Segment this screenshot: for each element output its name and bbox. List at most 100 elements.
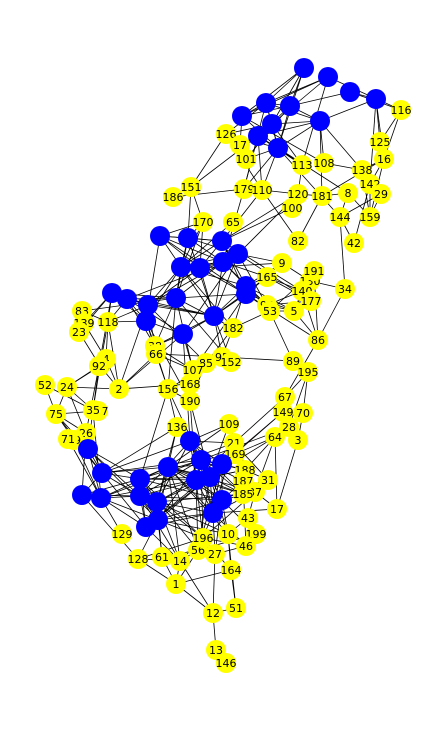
- graph-edge: [274, 436, 278, 510]
- graph-node: 191: [304, 261, 325, 281]
- graph-node: 86: [308, 330, 328, 350]
- node-label: 2: [116, 383, 123, 396]
- blue-node-circle: [117, 289, 137, 309]
- node-label: 5: [291, 305, 298, 318]
- yellow-node-circle: [308, 330, 328, 350]
- graph-node: 125: [370, 132, 391, 152]
- graph-edge: [213, 253, 239, 317]
- graph-node: 109: [219, 414, 240, 434]
- graph-node: 27: [205, 544, 225, 564]
- graph-node: 159: [360, 207, 381, 227]
- node-label: 170: [193, 216, 214, 229]
- node-label: 10: [221, 528, 235, 541]
- graph-node: 1: [166, 574, 186, 594]
- graph-node: 164: [221, 560, 242, 580]
- graph-node: 82: [288, 231, 308, 251]
- graph-node: 170: [193, 212, 214, 232]
- graph-node: [91, 488, 111, 508]
- graph-node: [166, 288, 186, 308]
- graph-node: [150, 226, 170, 246]
- node-label: 14: [173, 555, 187, 568]
- blue-node-circle: [72, 485, 92, 505]
- graph-node: 35: [83, 400, 103, 420]
- graph-node: [92, 463, 112, 483]
- yellow-node-circle: [267, 499, 287, 519]
- yellow-node-circle: [371, 184, 391, 204]
- node-label: 86: [311, 334, 325, 347]
- blue-node-circle: [186, 470, 206, 490]
- graph-node: 71: [58, 429, 78, 449]
- graph-edge: [100, 497, 159, 521]
- node-label: 65: [226, 216, 240, 229]
- node-label: 168: [180, 378, 201, 391]
- node-label: 75: [49, 408, 63, 421]
- graph-node: 67: [275, 387, 295, 407]
- blue-node-circle: [236, 284, 256, 304]
- graph-node: [173, 324, 193, 344]
- graph-edge: [137, 537, 204, 560]
- graph-edge: [276, 439, 299, 510]
- blue-node-circle: [147, 492, 167, 512]
- graph-edge: [101, 440, 191, 474]
- graph-node: [294, 58, 314, 78]
- blue-node-circle: [78, 439, 98, 459]
- graph-node: [72, 485, 92, 505]
- node-label: 89: [286, 355, 300, 368]
- graph-node: 156: [158, 379, 179, 399]
- node-label: 70: [296, 407, 310, 420]
- graph-edge: [327, 76, 402, 111]
- yellow-node-circle: [234, 179, 254, 199]
- graph-edge: [157, 459, 202, 521]
- graph-node: [190, 258, 210, 278]
- yellow-node-circle: [221, 560, 241, 580]
- yellow-node-circle: [112, 524, 132, 544]
- yellow-node-circle: [282, 198, 302, 218]
- graph-edge: [339, 216, 346, 290]
- yellow-node-circle: [181, 177, 201, 197]
- node-label: 64: [268, 431, 282, 444]
- node-label: 46: [239, 540, 253, 553]
- graph-node: [310, 111, 330, 131]
- graph-node: 136: [167, 417, 188, 437]
- node-label: 42: [347, 237, 361, 250]
- graph-node: [236, 284, 256, 304]
- blue-node-circle: [366, 89, 386, 109]
- yellow-node-circle: [223, 318, 243, 338]
- graph-node: [148, 510, 168, 530]
- yellow-node-circle: [288, 231, 308, 251]
- yellow-node-circle: [216, 124, 236, 144]
- graph-edge: [199, 262, 283, 269]
- node-label: 17: [270, 503, 284, 516]
- graph-node: 14: [170, 551, 190, 571]
- graph-edge: [139, 478, 199, 551]
- blue-node-circle: [191, 450, 211, 470]
- graph-node: 24: [57, 377, 77, 397]
- graph-node: [138, 295, 158, 315]
- yellow-node-circle: [166, 574, 186, 594]
- node-label: 186: [163, 191, 184, 204]
- yellow-node-circle: [128, 549, 148, 569]
- yellow-node-circle: [298, 362, 318, 382]
- node-label: 164: [221, 564, 242, 577]
- graph-edge: [257, 120, 321, 137]
- blue-node-circle: [166, 288, 186, 308]
- blue-node-circle: [178, 228, 198, 248]
- yellow-node-circle: [374, 149, 394, 169]
- graph-node: 165: [257, 267, 278, 287]
- graph-node: 52: [35, 375, 55, 395]
- blue-node-circle: [213, 252, 233, 272]
- node-label: 67: [278, 391, 292, 404]
- yellow-node-circle: [218, 524, 238, 544]
- yellow-node-circle: [109, 379, 129, 399]
- graph-node: 196: [193, 528, 214, 548]
- node-label: 182: [223, 322, 244, 335]
- blue-node-circle: [136, 311, 156, 331]
- node-label: 165: [257, 271, 278, 284]
- graph-edge: [87, 448, 141, 480]
- node-label: 144: [330, 211, 351, 224]
- node-label: 31: [261, 474, 275, 487]
- graph-edge: [321, 158, 385, 197]
- graph-node: [180, 431, 200, 451]
- graph-edge: [156, 501, 229, 535]
- yellow-node-circle: [35, 375, 55, 395]
